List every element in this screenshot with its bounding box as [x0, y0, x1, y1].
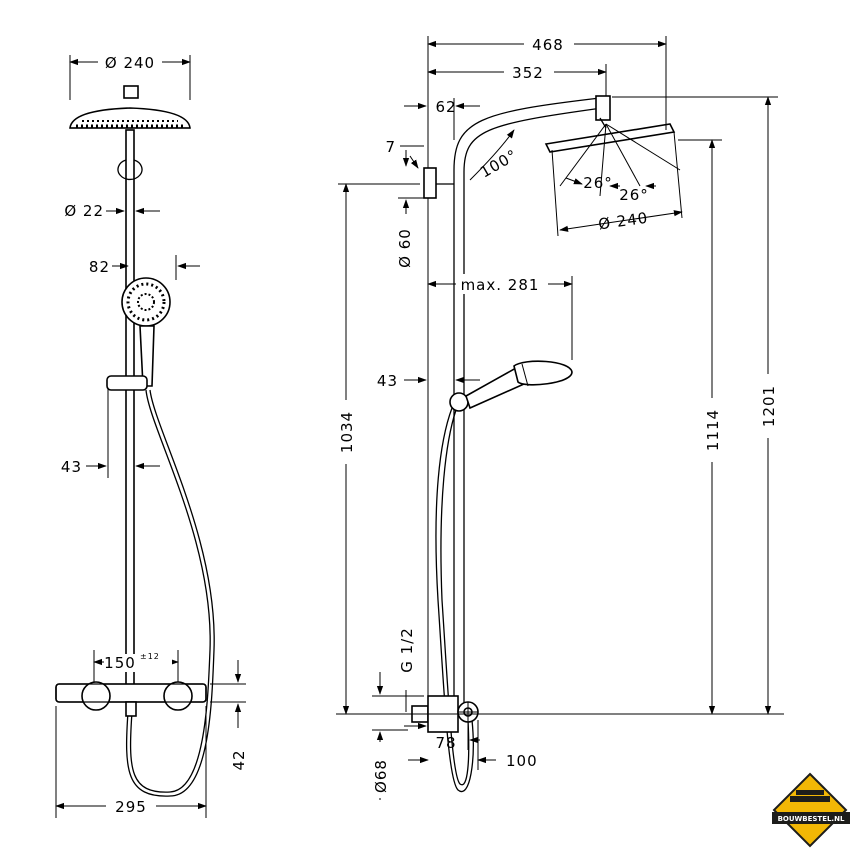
side-total-height-label: 1201: [760, 385, 778, 427]
side-overhead-shower: [544, 95, 676, 153]
side-bracket-diameter-label: Ø 60: [396, 228, 414, 268]
side-spray-angles: [559, 123, 681, 197]
side-handshower-reach-label: max. 281: [461, 276, 540, 294]
side-arm-reach-label: 352: [512, 64, 544, 82]
side-spray-angle-right-label: 26°: [619, 186, 649, 204]
front-hand-shower: [106, 277, 171, 391]
front-upper-bracket: [117, 159, 143, 181]
front-view: [55, 85, 215, 797]
front-mixer-tolerance-label: ±12: [140, 652, 160, 661]
side-wall-offset-label: 62: [435, 98, 456, 116]
bouwbestel-watermark: BOUWBESTEL.NL: [772, 772, 850, 848]
front-holder-offset-label: 43: [61, 458, 82, 476]
front-dimensions: Ø 240 Ø 22 82 43 150 ±12 42 295: [55, 52, 248, 818]
front-rail-diameter-label: Ø 22: [64, 202, 104, 220]
front-thermostat-mixer: [55, 681, 207, 717]
side-head-height-label: 1114: [704, 409, 722, 451]
side-upper-bracket: [423, 167, 437, 199]
side-bracket-offset-label: 7: [385, 138, 396, 156]
front-overhead-shower: [69, 85, 191, 129]
side-inlet-width-label: 100: [506, 752, 538, 770]
watermark-text: BOUWBESTEL.NL: [778, 815, 845, 823]
side-inlet-diameter-label: Ø68: [372, 759, 390, 793]
side-arm-angle-label: 100°: [477, 146, 521, 182]
front-mixer-spacing-label: 150: [104, 654, 136, 672]
side-head-diameter-label: Ø 240: [597, 209, 649, 234]
side-inlet-depth-label: 78: [435, 734, 456, 752]
side-dimensions: 468 352 62 7 Ø 60 100° 26° 26° Ø 240 max…: [336, 34, 778, 800]
front-mixer-height-label: 42: [230, 749, 248, 770]
side-slider-offset-label: 43: [377, 372, 398, 390]
side-inlet-thread-label: G 1/2: [398, 627, 416, 673]
side-spray-angle-left-label: 26°: [583, 174, 613, 192]
side-view: [336, 36, 784, 793]
side-bracket-height-label: 1034: [338, 411, 356, 453]
watermark-badge-icon: [772, 772, 848, 848]
front-head-diameter-label: Ø 240: [105, 54, 155, 72]
front-handshower-offset-label: 82: [89, 258, 110, 276]
side-rail-arm: [453, 97, 601, 712]
front-mixer-width-label: 295: [115, 798, 147, 816]
side-hand-shower: [449, 360, 573, 412]
side-arm-length-label: 468: [532, 36, 564, 54]
front-slider: [106, 375, 148, 391]
front-hose: [129, 389, 211, 793]
front-rail: [125, 129, 135, 691]
watermark-bar: [772, 812, 850, 824]
side-hose: [435, 407, 474, 793]
